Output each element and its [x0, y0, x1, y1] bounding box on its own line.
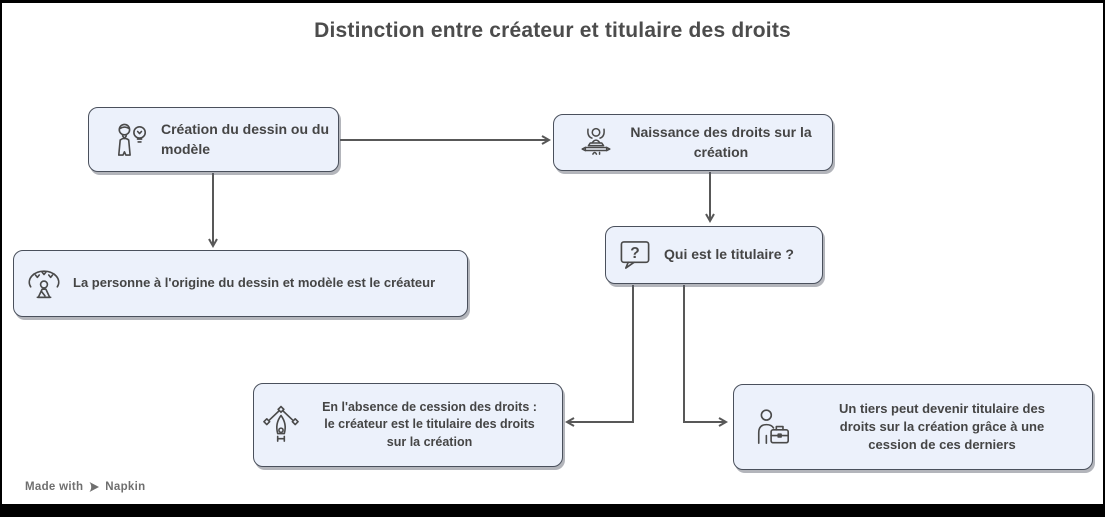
frame-top-bar [0, 0, 1105, 3]
node-qui-est-titulaire: ? Qui est le titulaire ? [605, 226, 823, 284]
celebration-birth-icon [580, 125, 612, 161]
diagram-title: Distinction entre créateur et titulaire … [314, 19, 791, 42]
node-label: Qui est le titulaire ? [664, 246, 794, 263]
frame-bottom-bar [0, 504, 1105, 517]
node-label: En l'absence de cession des droits : le … [322, 399, 537, 449]
arrow-titulaire-to-absence [564, 285, 634, 427]
node-label: Création du dessin ou du modèle [161, 120, 330, 157]
node-creation-dessin: Création du dessin ou du modèle [88, 107, 339, 172]
node-label: La personne à l'origine du dessin et mod… [73, 275, 436, 291]
node-label: Un tiers peut devenir titulaire des droi… [839, 400, 1045, 453]
node-label: Naissance des droits sur la création [630, 123, 812, 160]
node-naissance-droits: Naissance des droits sur la création [553, 114, 833, 171]
question-bubble-icon: ? [619, 239, 652, 271]
node-personne-createur: La personne à l'origine du dessin et mod… [13, 250, 468, 317]
node-tiers-cession: Un tiers peut devenir titulaire des droi… [733, 384, 1093, 470]
svg-text:?: ? [630, 245, 639, 262]
made-with-text: Made with [25, 481, 84, 493]
person-sparkles-icon [25, 264, 63, 304]
person-lightbulb-icon [115, 120, 149, 160]
frame-right-bar [1103, 0, 1105, 517]
napkin-logo-icon [88, 481, 100, 493]
node-absence-cession: En l'absence de cession des droits : le … [253, 383, 563, 467]
pen-tool-icon [263, 404, 299, 446]
person-briefcase-icon [754, 406, 792, 448]
frame-left-bar [0, 0, 2, 517]
napkin-brand-text: Napkin [105, 481, 146, 493]
arrow-titulaire-to-tiers [683, 285, 729, 427]
made-with-napkin-watermark: Made with Napkin [25, 481, 145, 493]
